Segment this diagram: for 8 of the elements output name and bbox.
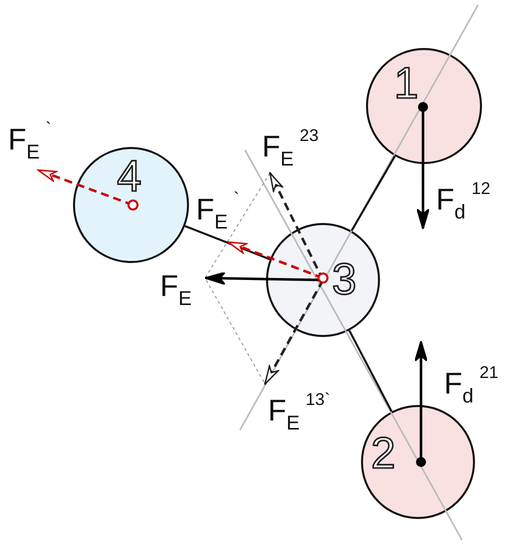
particle-number: 3 — [332, 258, 356, 302]
connector-line — [350, 156, 396, 232]
connector-line — [184, 225, 270, 260]
force-label: F$_{E}$ — [160, 272, 192, 309]
connector-line — [348, 330, 393, 412]
particle-number: 1 — [394, 62, 418, 106]
particle-number: 4 — [117, 155, 142, 199]
particle-number: 2 — [371, 432, 396, 476]
